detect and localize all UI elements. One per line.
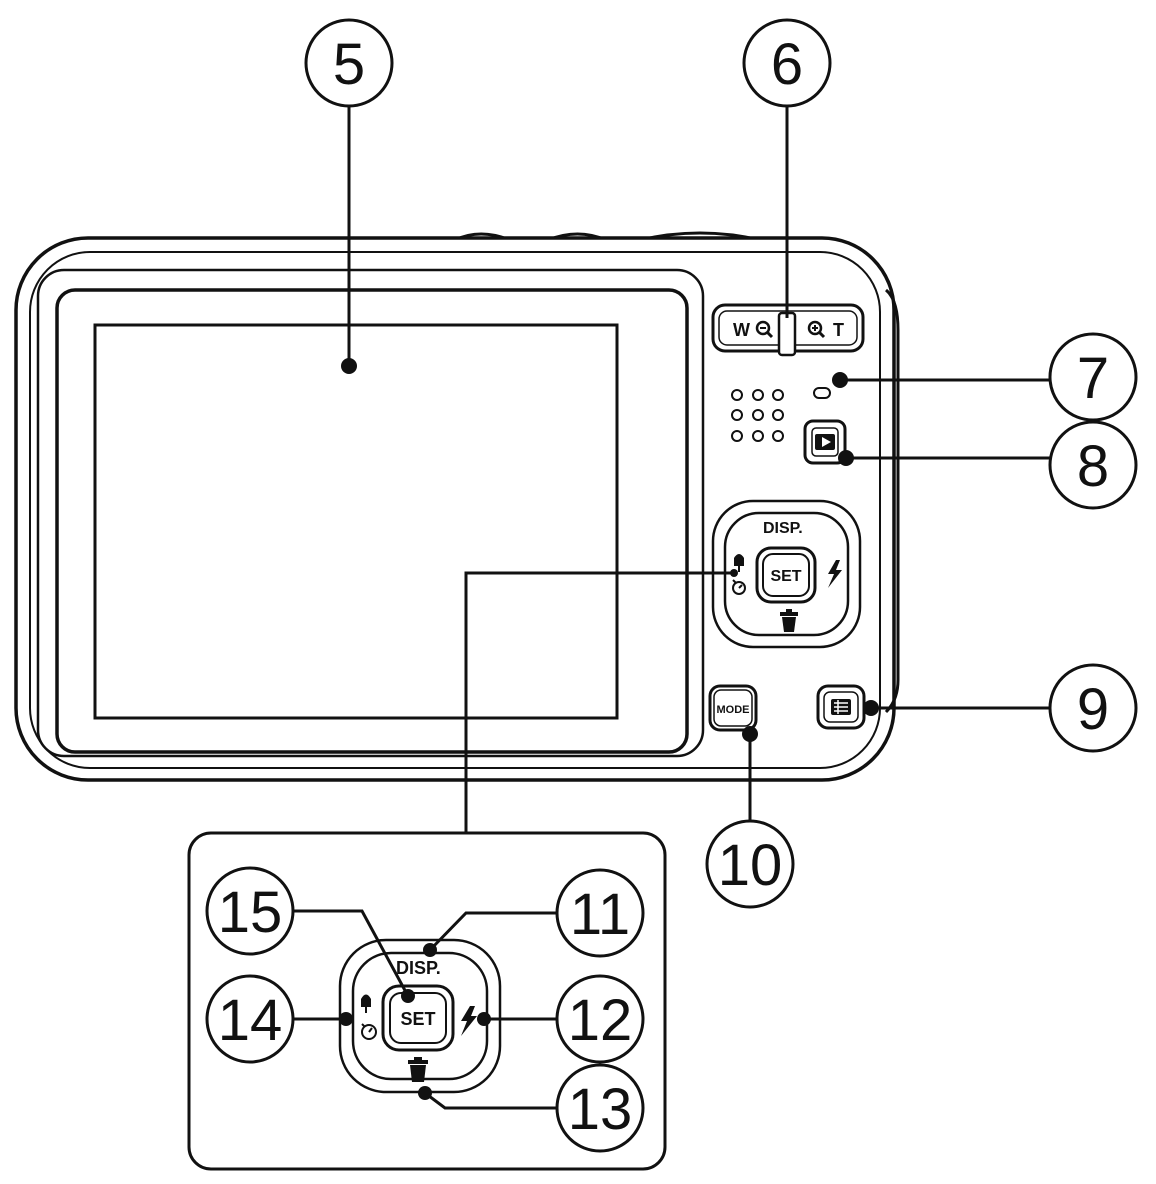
callout-8-label: 8 xyxy=(1077,434,1109,499)
callout-7-label: 7 xyxy=(1077,346,1109,411)
flash-icon xyxy=(461,1006,477,1036)
trash-icon xyxy=(408,1057,428,1082)
playback-button[interactable] xyxy=(803,419,847,465)
callout-6: 6 xyxy=(742,18,832,108)
speaker-icon xyxy=(731,389,784,442)
camera-flash-icon xyxy=(828,560,842,588)
callout-12-label: 12 xyxy=(568,988,633,1053)
self-timer-icon xyxy=(361,1023,377,1040)
camera-set-button[interactable]: SET xyxy=(755,546,817,604)
callout-10-label: 10 xyxy=(718,833,783,898)
camera-self-timer-icon xyxy=(732,579,746,595)
zoom-out-icon xyxy=(755,320,774,339)
zoom-tele-label: T xyxy=(833,320,844,340)
lcd-screen xyxy=(36,268,705,758)
play-icon xyxy=(815,434,835,450)
leader-dots xyxy=(339,358,879,1100)
inset-disp-label: DISP. xyxy=(396,958,441,978)
callout-10: 10 xyxy=(705,819,795,909)
zoom-wide-label: W xyxy=(733,320,750,340)
callout-13: 13 xyxy=(555,1063,645,1153)
callout-8: 8 xyxy=(1048,420,1138,510)
menu-button[interactable] xyxy=(816,684,866,730)
led-icon xyxy=(813,387,831,399)
zoom-in-icon xyxy=(807,320,826,339)
callout-6-label: 6 xyxy=(771,32,803,97)
callout-14-label: 14 xyxy=(218,988,283,1053)
callout-5-label: 5 xyxy=(333,32,365,97)
inset-dpad[interactable]: DISP. SET xyxy=(338,938,502,1094)
callout-13-label: 13 xyxy=(568,1077,633,1142)
mode-label: MODE xyxy=(717,704,750,716)
callout-7: 7 xyxy=(1048,332,1138,422)
callout-9-label: 9 xyxy=(1077,677,1109,742)
callout-11: 11 xyxy=(555,868,645,958)
camera-dpad-disp-label: DISP. xyxy=(763,520,803,537)
menu-icon xyxy=(831,699,851,715)
camera-macro-icon xyxy=(734,554,744,572)
callout-5: 5 xyxy=(304,18,394,108)
callout-11-label: 11 xyxy=(570,882,630,947)
leader-lines xyxy=(294,104,1050,1110)
callout-14: 14 xyxy=(205,974,295,1064)
camera-trash-icon xyxy=(780,609,798,632)
inset-set-label: SET xyxy=(400,1009,435,1029)
macro-icon xyxy=(361,994,371,1013)
camera-set-label: SET xyxy=(770,568,801,585)
zoom-lever[interactable]: W T xyxy=(711,303,865,357)
callout-15: 15 xyxy=(205,866,295,956)
callout-12: 12 xyxy=(555,974,645,1064)
mode-button[interactable]: MODE xyxy=(708,684,758,732)
camera-dpad[interactable]: DISP. SET xyxy=(711,499,862,649)
callout-9: 9 xyxy=(1048,663,1138,753)
callout-15-label: 15 xyxy=(218,880,283,945)
inset-set-button[interactable]: SET xyxy=(381,984,455,1052)
